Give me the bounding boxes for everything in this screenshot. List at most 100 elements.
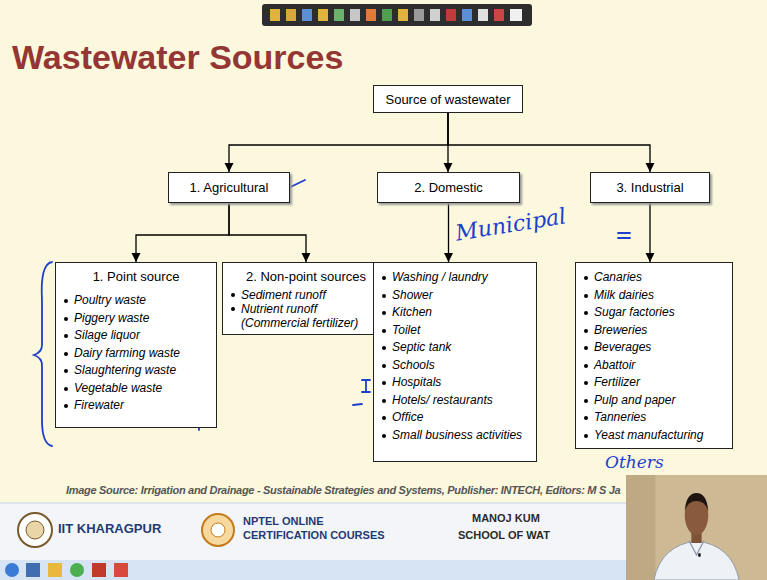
- list-item: Canaries: [576, 269, 724, 287]
- box-heading: 2. Non-point sources: [223, 269, 381, 285]
- bullet-dot: [382, 364, 386, 368]
- list-item: Sediment runoff: [223, 288, 381, 302]
- bullet-dot: [231, 293, 235, 297]
- item-text: Breweries: [594, 323, 647, 337]
- institute-name: IIT KHARAGPUR: [58, 521, 161, 536]
- item-text: Schools: [392, 358, 435, 372]
- category-box: Source of wastewater: [373, 85, 523, 113]
- list-item: Kitchen: [374, 304, 528, 322]
- connector-arrow: [229, 113, 448, 172]
- list-item: Breweries: [576, 322, 724, 340]
- item-text: Fertilizer: [594, 375, 640, 389]
- item-text: Tanneries: [594, 410, 646, 424]
- bullet-dot: [64, 369, 68, 373]
- item-text: Hospitals: [392, 375, 441, 389]
- bullet-dot: [584, 399, 588, 403]
- box-heading: 2. Domestic: [414, 180, 483, 195]
- bullet-dot: [584, 294, 588, 298]
- bullet-dot: [584, 364, 588, 368]
- item-text: Office: [392, 410, 423, 424]
- category-box: 2. Domestic: [377, 172, 520, 203]
- list-item: Nutrient runoff (Commercial fertilizer): [223, 302, 381, 330]
- item-text: Silage liquor: [74, 328, 140, 342]
- bullet-dot: [64, 387, 68, 391]
- connector-arrow: [649, 203, 650, 262]
- box-heading: 1. Point source: [56, 269, 208, 285]
- school-name: SCHOOL OF WAT: [458, 529, 550, 541]
- bullet-dot: [382, 434, 386, 438]
- list-item: Schools: [374, 357, 528, 375]
- box-heading: 1. Agricultural: [190, 180, 269, 195]
- connector-arrow: [229, 203, 306, 262]
- bullet-dot: [584, 434, 588, 438]
- list-item: Shower: [374, 287, 528, 305]
- item-text: Firewater: [74, 398, 124, 412]
- box-heading: 3. Industrial: [616, 180, 683, 195]
- course-name: NPTEL ONLINE CERTIFICATION COURSES: [243, 514, 408, 542]
- item-text: Pulp and paper: [594, 393, 675, 407]
- list-item: Slaughtering waste: [56, 362, 208, 380]
- connector-arrow: [448, 203, 449, 262]
- pen-toolbar: [262, 4, 532, 26]
- bullet-dot: [64, 352, 68, 356]
- list-item: Small business activities: [374, 427, 528, 445]
- list-item: Pulp and paper: [576, 392, 724, 410]
- presenter-video: [626, 475, 767, 580]
- handwritten-note: Others: [605, 452, 664, 472]
- bullet-dot: [584, 416, 588, 420]
- instructor-name: MANOJ KUM: [472, 512, 540, 524]
- source-list-box: 2. Non-point sourcesSediment runoffNutri…: [222, 262, 390, 335]
- handwritten-note: Municipal: [454, 203, 568, 245]
- item-text: Vegetable waste: [74, 381, 162, 395]
- bullet-dot: [64, 404, 68, 408]
- item-text: Abattoir: [594, 358, 635, 372]
- slide-title: Wastewater Sources: [12, 38, 343, 77]
- bullet-dot: [382, 329, 386, 333]
- item-text: Piggery waste: [74, 311, 149, 325]
- item-text: Sugar factories: [594, 305, 675, 319]
- item-text: Kitchen: [392, 305, 432, 319]
- list-item: Washing / laundry: [374, 269, 528, 287]
- list-item: Office: [374, 409, 528, 427]
- list-item: Sugar factories: [576, 304, 724, 322]
- source-list-box: 1. Point sourcePoultry wastePiggery wast…: [55, 262, 217, 428]
- presenter-figure: [626, 475, 767, 580]
- item-text: Canaries: [594, 270, 642, 284]
- list-item: Toilet: [374, 322, 528, 340]
- bullet-dot: [382, 381, 386, 385]
- bullet-dot: [382, 346, 386, 350]
- bullet-dot: [584, 311, 588, 315]
- list-item: Vegetable waste: [56, 380, 208, 398]
- bullet-dot: [584, 329, 588, 333]
- item-text: Washing / laundry: [392, 270, 488, 284]
- list-item: Tanneries: [576, 409, 724, 427]
- list-item: Beverages: [576, 339, 724, 357]
- list-item: Septic tank: [374, 339, 528, 357]
- bullet-dot: [382, 294, 386, 298]
- item-text: Hotels/ restaurants: [392, 393, 493, 407]
- list-item: Abattoir: [576, 357, 724, 375]
- category-box: 1. Agricultural: [168, 172, 290, 203]
- item-text: Sediment runoff: [241, 288, 326, 302]
- category-box: 3. Industrial: [590, 172, 710, 203]
- bullet-dot: [382, 416, 386, 420]
- list-item: Firewater: [56, 397, 208, 415]
- item-text: Milk dairies: [594, 288, 654, 302]
- bullet-dot: [64, 317, 68, 321]
- source-list-box: CanariesMilk dairiesSugar factoriesBrewe…: [575, 262, 733, 449]
- item-text: Dairy farming waste: [74, 346, 180, 360]
- bullet-dot: [64, 334, 68, 338]
- item-text: Toilet: [392, 323, 420, 337]
- bullet-dot: [231, 307, 235, 311]
- item-text: Shower: [392, 288, 433, 302]
- bullet-dot: [382, 276, 386, 280]
- item-text: Septic tank: [392, 340, 451, 354]
- list-item: Silage liquor: [56, 327, 208, 345]
- list-item: Hospitals: [374, 374, 528, 392]
- box-heading: Source of wastewater: [385, 92, 510, 107]
- bullet-dot: [382, 311, 386, 315]
- item-text: Yeast manufacturing: [594, 428, 703, 442]
- connector-arrow: [448, 113, 650, 172]
- image-source-caption: Image Source: Irrigation and Drainage - …: [66, 484, 620, 496]
- bullet-dot: [584, 381, 588, 385]
